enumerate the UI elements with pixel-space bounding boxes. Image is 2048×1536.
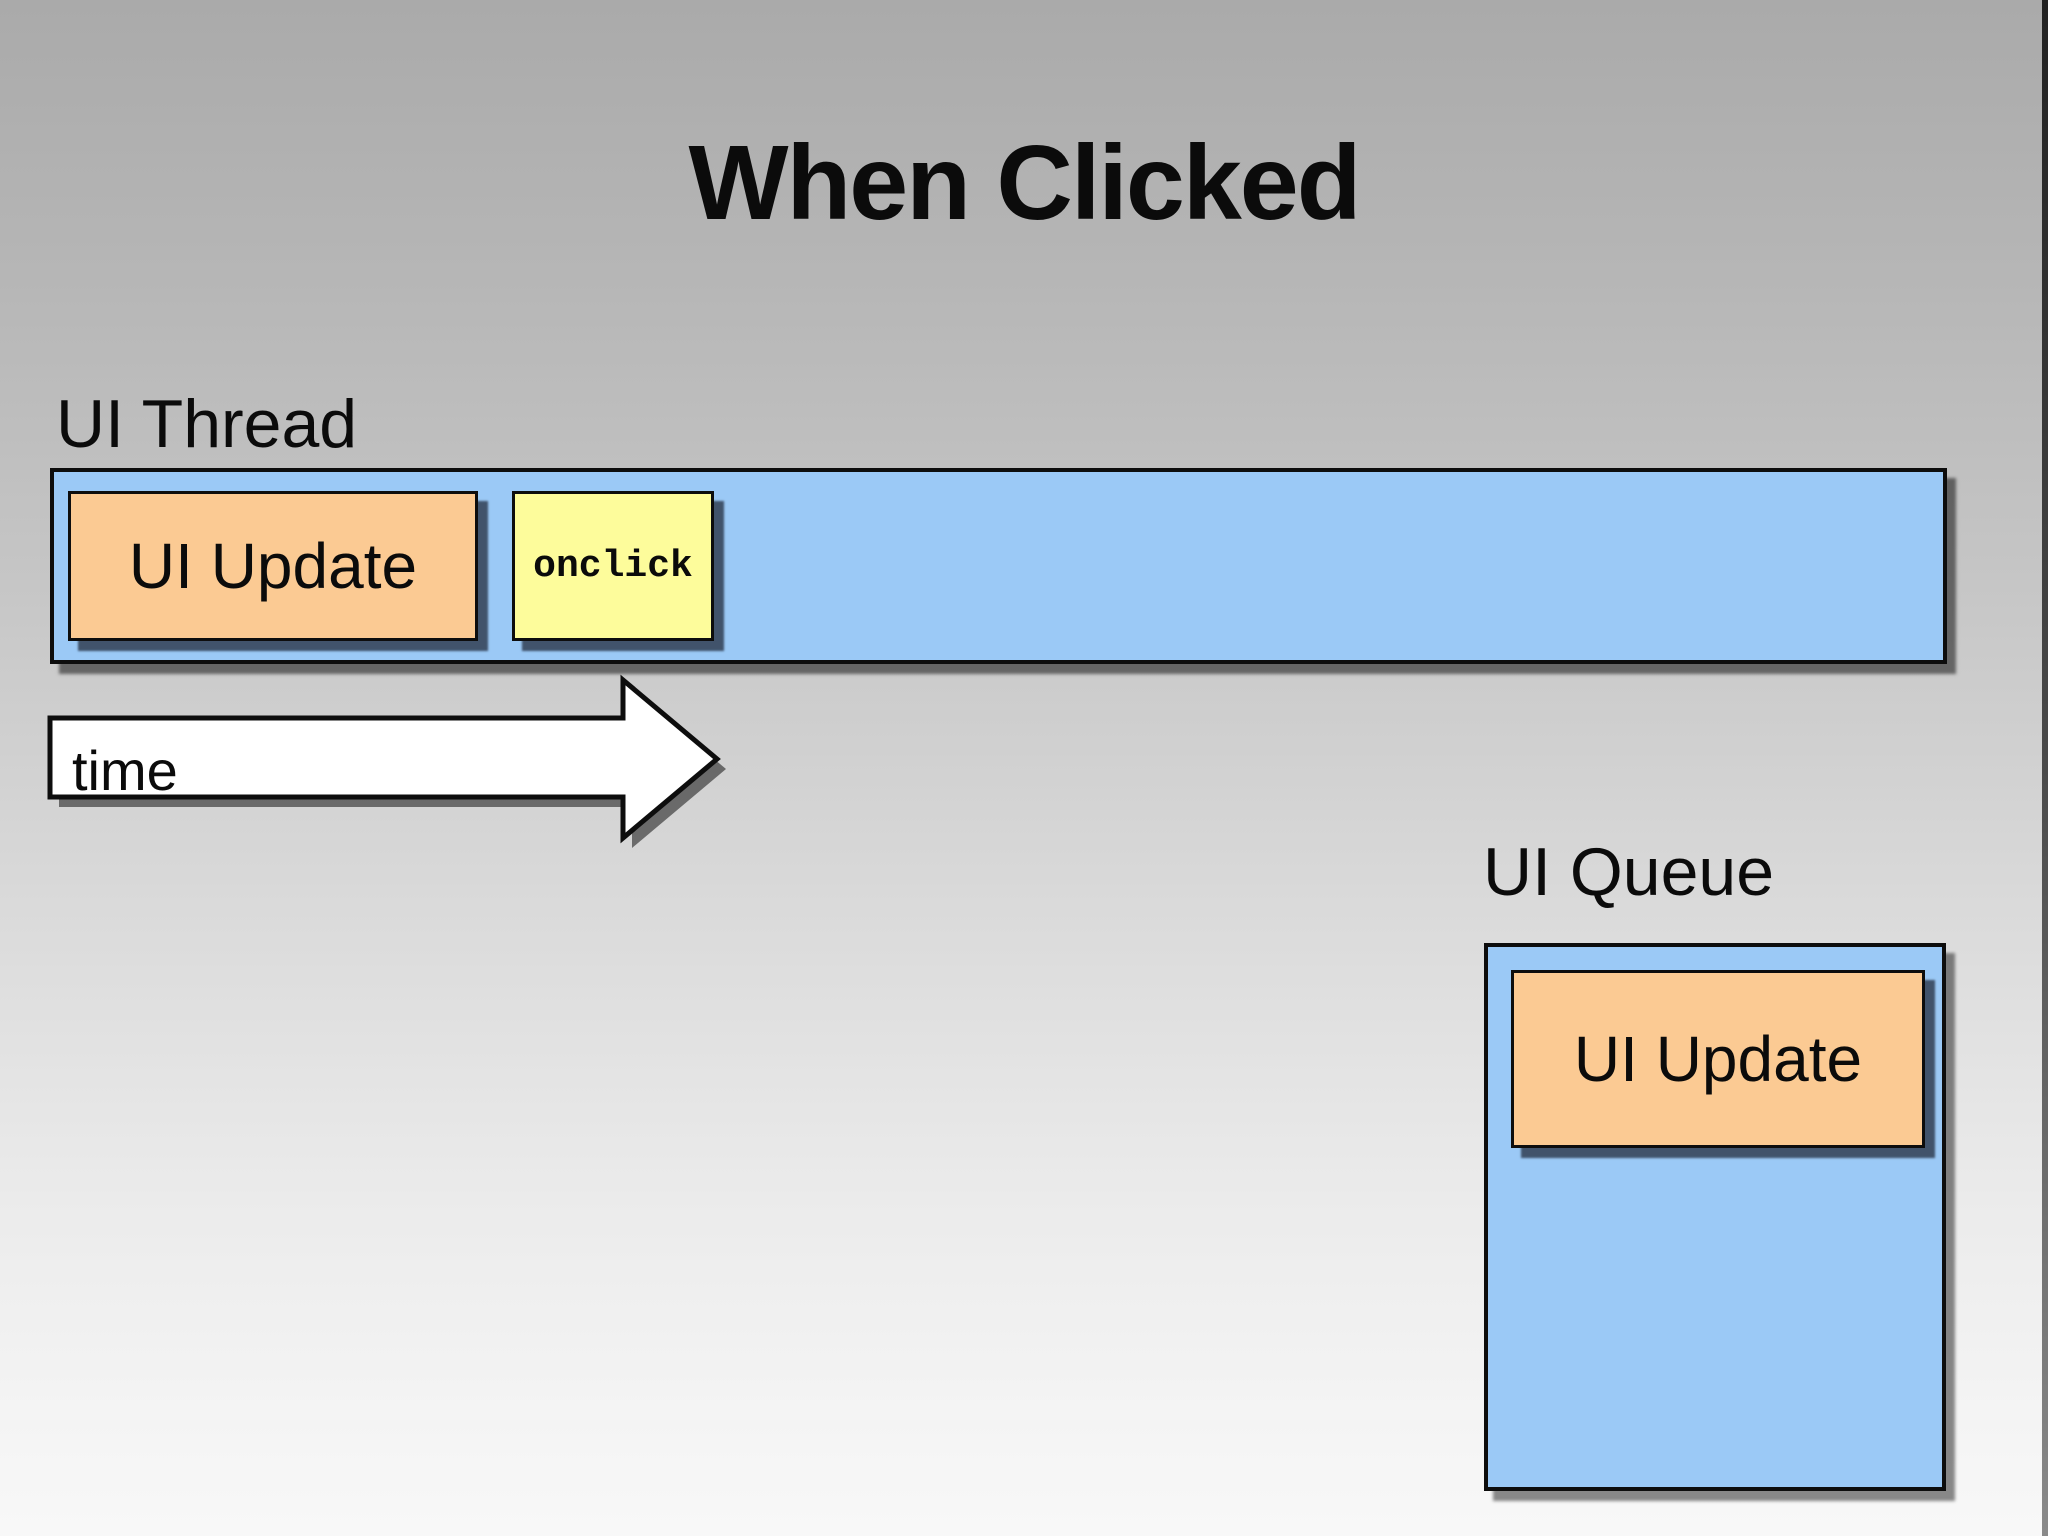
ui-queue-box: UI Update <box>1484 943 1946 1491</box>
ui-update-block-queue-label: UI Update <box>1573 1023 1863 1095</box>
onclick-block: onclick <box>512 491 714 641</box>
ui-update-block-thread: UI Update <box>68 491 478 641</box>
ui-thread-bar: UI Update onclick <box>50 468 1947 664</box>
ui-update-block-queue: UI Update <box>1511 970 1925 1148</box>
onclick-block-label: onclick <box>533 544 693 588</box>
time-arrow-label: time <box>72 739 178 802</box>
ui-thread-label: UI Thread <box>56 386 358 462</box>
screen-right-edge <box>2042 0 2048 1536</box>
ui-queue-label: UI Queue <box>1483 834 1775 910</box>
time-arrow-body <box>47 674 721 844</box>
ui-update-block-thread-label: UI Update <box>128 530 418 602</box>
time-arrow: time <box>47 674 726 848</box>
slide-title: When Clicked <box>688 124 1361 242</box>
